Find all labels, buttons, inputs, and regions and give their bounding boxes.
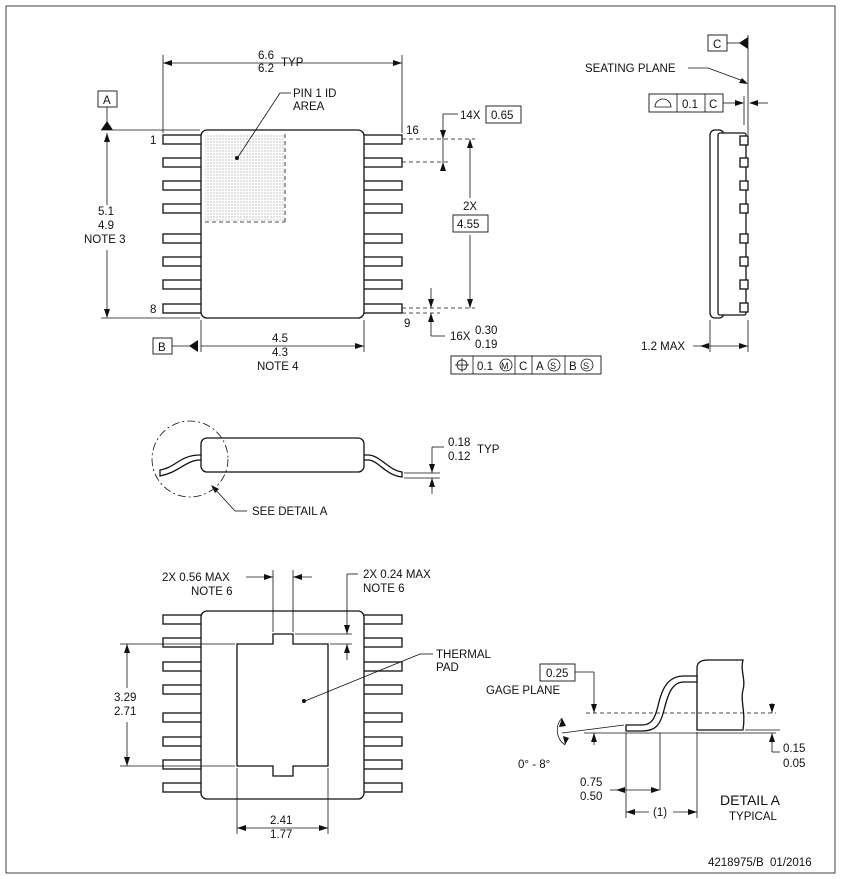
pin-9-label: 9	[404, 318, 410, 330]
mmc-modifier-icon	[499, 358, 513, 372]
slot-depth-label: 2X 0.24 MAX	[363, 569, 431, 581]
pad-height-max: 3.29	[114, 692, 136, 704]
pin1-label-line1: PIN 1 ID	[293, 88, 336, 100]
standoff-min: 0.05	[783, 758, 805, 770]
profile-surface-icon	[654, 98, 672, 108]
rfs-modifier-b-icon	[580, 358, 594, 372]
detail-body	[696, 659, 745, 731]
detail-title: DETAIL A	[720, 792, 781, 808]
top-view: 6.6 6.2 TYP PIN 1 ID AREA A 5.1 4.9 NOTE…	[84, 50, 602, 375]
thermal-pad-label-line2: PAD	[436, 662, 459, 674]
datum-a-label: A	[103, 95, 111, 107]
foot-length-min: 0.50	[580, 791, 602, 803]
side-leads	[739, 135, 749, 313]
pad-width-max: 2.41	[270, 815, 292, 827]
lead-thickness-suffix: TYP	[477, 444, 500, 456]
right-leads	[361, 134, 403, 314]
width-typ-suffix: TYP	[281, 57, 304, 69]
see-detail-label: SEE DETAIL A	[252, 506, 328, 518]
lead-thickness-max: 0.18	[448, 437, 470, 449]
fcf-datum-a: A	[536, 361, 544, 373]
end-view: SEE DETAIL A 0.18 0.12 TYP	[151, 420, 500, 518]
lead-thickness-min: 0.12	[448, 451, 470, 463]
bottom-right-leads	[361, 614, 403, 793]
standoff-max: 0.15	[783, 743, 805, 755]
width-typ-min: 6.2	[258, 63, 274, 75]
foot-length-max: 0.75	[580, 777, 602, 789]
fcf-modifier-s-b: S	[583, 361, 589, 371]
fcf-tolerance: 0.1	[477, 361, 493, 373]
slot-depth-note: NOTE 6	[363, 583, 405, 595]
length-note: NOTE 3	[84, 234, 126, 246]
detail-a-circle	[151, 420, 229, 498]
lead-width-prefix: 16X	[450, 331, 471, 343]
side-view: C SEATING PLANE 0.1 C	[585, 34, 768, 353]
body-width-note: NOTE 4	[257, 361, 299, 373]
body-width-min: 4.3	[272, 347, 288, 359]
gage-value: 0.25	[546, 668, 568, 680]
pitch-value: 0.65	[491, 110, 513, 122]
bottom-view: 2X 0.56 MAX NOTE 6 2X 0.24 MAX NOTE 6 TH…	[114, 569, 492, 841]
pin1-id-area	[205, 134, 285, 222]
end-body	[200, 437, 365, 473]
pin-16-label: 16	[406, 125, 419, 137]
detail-a: 0.25 GAGE PLANE 0° - 8° 0.15 0.05 0.75 0…	[486, 659, 805, 823]
slot-width-label: 2X 0.56 MAX	[162, 572, 230, 584]
datum-b-triangle	[189, 340, 198, 352]
rfs-modifier-a-icon	[547, 358, 561, 372]
reference-length: (1)	[653, 807, 667, 819]
length-min: 4.9	[98, 220, 114, 232]
left-leads	[162, 134, 204, 314]
pad-width-min: 1.77	[270, 829, 292, 841]
fcf-modifier-m: M	[501, 361, 509, 371]
datum-b-label: B	[158, 342, 166, 354]
thermal-pad-label-line1: THERMAL	[436, 649, 492, 661]
document-id: 4218975/B 01/2016	[708, 857, 812, 869]
gage-plane-label: GAGE PLANE	[486, 685, 560, 697]
drawing-frame	[5, 5, 836, 874]
pin-1-label: 1	[150, 135, 156, 147]
bottom-left-leads	[162, 614, 204, 793]
span-value: 4.55	[457, 219, 479, 231]
fcf-modifier-s-a: S	[550, 361, 556, 371]
pin1-label-line2: AREA	[293, 101, 325, 113]
detail-subtitle: TYPICAL	[729, 811, 778, 823]
length-max: 5.1	[98, 206, 114, 218]
flatness-datum: C	[709, 99, 717, 111]
pitch-prefix: 14X	[460, 110, 481, 122]
thermal-pad	[236, 633, 329, 777]
pin-8-label: 8	[150, 304, 156, 316]
position-tolerance-frame: 0.1 M C A S B S	[450, 355, 602, 375]
body-width-max: 4.5	[272, 333, 288, 345]
lead-width-max: 0.30	[475, 325, 497, 337]
datum-c-label: C	[713, 39, 721, 51]
datum-a-box	[97, 90, 118, 108]
fcf-datum-c: C	[519, 361, 527, 373]
height-max: 1.2 MAX	[641, 341, 685, 353]
pad-height-min: 2.71	[114, 706, 136, 718]
datum-c-triangle	[739, 37, 748, 49]
span-prefix: 2X	[463, 201, 477, 213]
fcf-datum-b: B	[569, 361, 577, 373]
slot-width-note: NOTE 6	[191, 586, 233, 598]
datum-a-triangle	[101, 121, 113, 130]
lead-width-min: 0.19	[475, 339, 497, 351]
angle-label: 0° - 8°	[518, 759, 550, 771]
detail-lead	[625, 675, 698, 732]
flatness-tolerance: 0.1	[682, 99, 698, 111]
width-typ-max: 6.6	[258, 50, 274, 62]
seating-plane-label: SEATING PLANE	[585, 63, 676, 75]
